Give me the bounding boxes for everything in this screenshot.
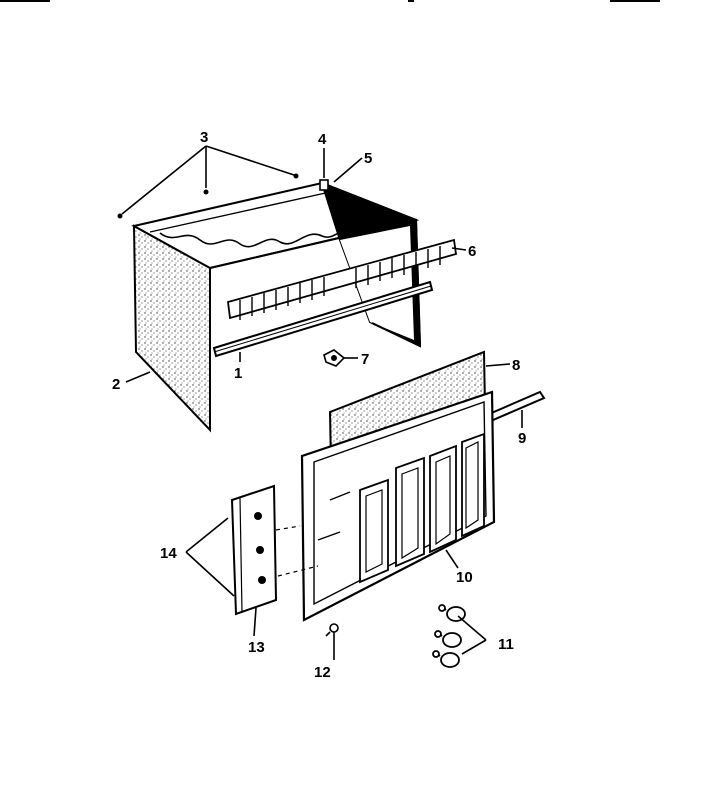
callout-3: 3 [200, 129, 208, 146]
callout-10: 10 [456, 569, 473, 586]
callout-9: 9 [518, 430, 526, 447]
support-rail [212, 280, 434, 358]
callout-13: 13 [248, 639, 265, 656]
callout-1: 1 [234, 365, 242, 382]
callout-14: 14 [160, 545, 177, 562]
small-clip-part [325, 623, 339, 637]
insulation-strip [159, 226, 361, 248]
louver-grille [227, 238, 458, 320]
callout-4: 4 [318, 131, 327, 148]
front-panel [300, 390, 496, 622]
clip-part [319, 179, 329, 191]
screw-parts [117, 173, 299, 219]
side-bracket [230, 484, 278, 616]
callout-2: 2 [112, 376, 120, 393]
callout-7: 7 [361, 351, 369, 368]
knob-parts [432, 604, 466, 668]
fastener-part [323, 349, 346, 367]
cabinet-housing [131, 181, 422, 433]
leader-lines [121, 145, 523, 660]
bracket-dash-lines [275, 525, 319, 577]
callout-5: 5 [364, 150, 372, 167]
callout-8: 8 [512, 357, 520, 374]
callout-11: 11 [498, 636, 514, 653]
callout-labels: 1 2 3 4 5 6 7 8 9 10 11 12 13 14 [112, 129, 526, 681]
callout-6: 6 [468, 243, 476, 260]
callout-12: 12 [314, 664, 331, 681]
